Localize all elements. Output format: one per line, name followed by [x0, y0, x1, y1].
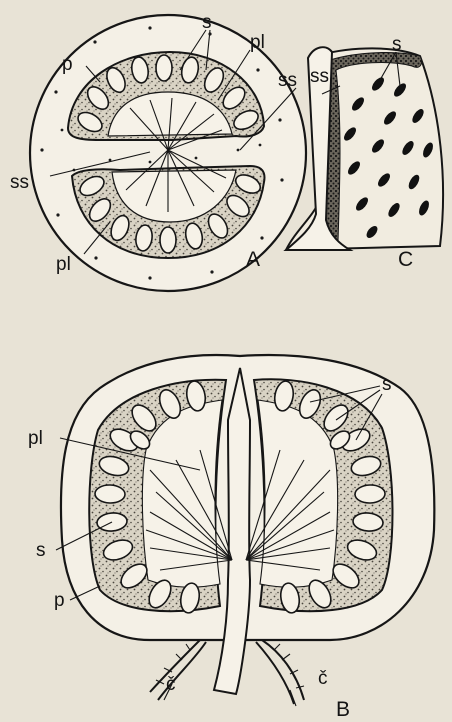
panel-c-detail: s ss C — [286, 34, 443, 271]
panel-a-cross-section: p s pl ss ss pl A — [10, 12, 306, 291]
label-b: B — [336, 698, 350, 721]
label-p-b: p — [54, 590, 65, 611]
label-ss-a-right: ss — [278, 70, 297, 91]
label-s-b-left: s — [36, 540, 46, 561]
panel-b-longitudinal-section: s pl s p č č B — [28, 355, 434, 721]
label-c-right: č — [318, 668, 328, 689]
label-s-b-top: s — [382, 374, 392, 395]
label-pl-a: pl — [250, 32, 265, 53]
label-c-left: č — [166, 674, 176, 695]
label-c: C — [398, 248, 413, 271]
label-ss-a-left: ss — [10, 172, 29, 193]
label-ss-c: ss — [310, 66, 329, 87]
label-pl-b: pl — [28, 428, 43, 449]
label-pl-a-lower: pl — [56, 254, 71, 275]
label-a: A — [246, 248, 260, 271]
label-s-a: s — [202, 12, 212, 33]
label-p-a: p — [62, 54, 73, 75]
label-s-c: s — [392, 34, 402, 55]
